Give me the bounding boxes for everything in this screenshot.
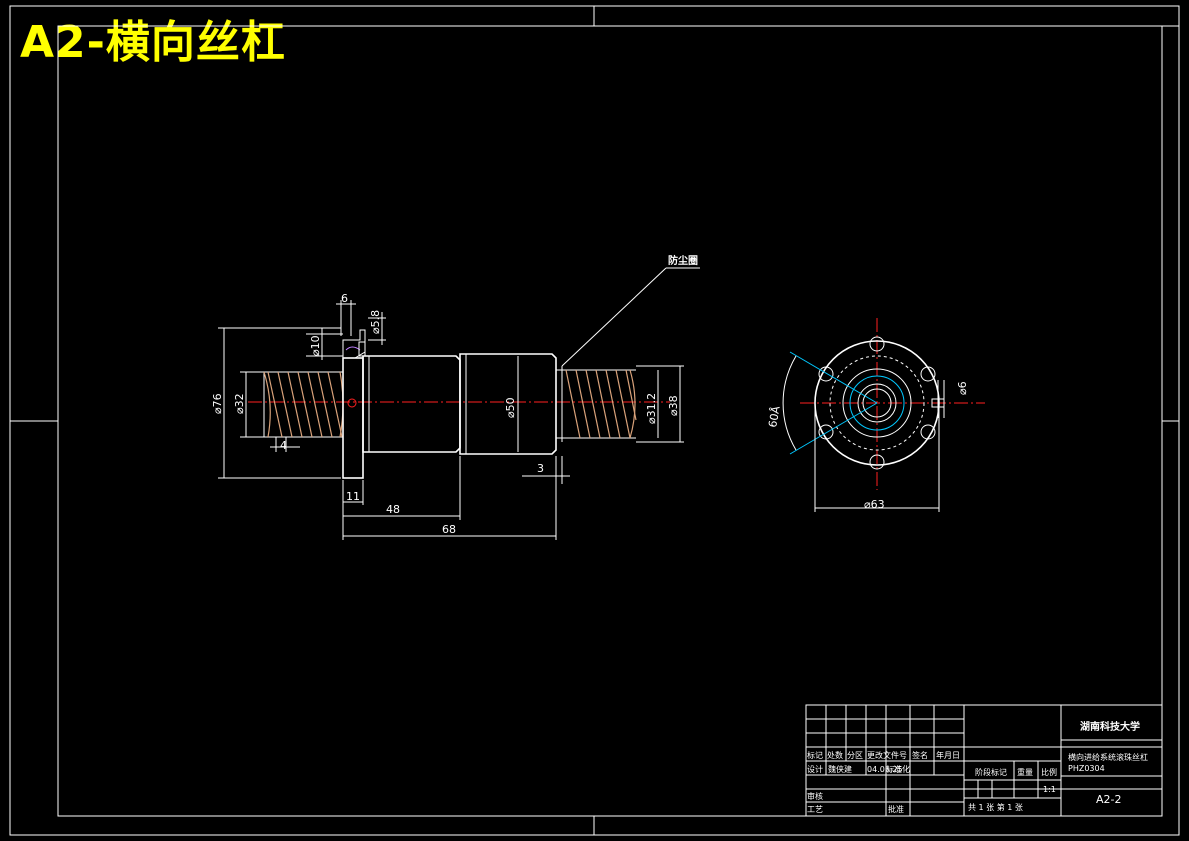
tb-hdr-date: 年月日: [936, 750, 960, 760]
outer-border: [9, 5, 1180, 836]
flange-pin: [347, 398, 357, 408]
bolt-hole-bottom: [869, 454, 885, 470]
end-view: [782, 318, 985, 512]
dim-angle-60: 60Å: [766, 405, 783, 429]
tb-scale: 比例: [1041, 767, 1057, 777]
tb-drawing-name: 横向进给系统滚珠丝杠: [1068, 752, 1148, 762]
tb-hdr-sign: 签名: [912, 750, 928, 760]
title-block: [805, 704, 1163, 817]
tb-school: 湖南科技大学: [1080, 720, 1140, 733]
tb-sheets: 共 1 张 第 1 张: [968, 802, 1023, 812]
dim-phi32: ⌀32: [233, 393, 246, 414]
dim-phi6: ⌀6: [956, 381, 969, 395]
dim-6: 6: [341, 292, 348, 305]
tb-standard: 标准化: [886, 764, 910, 774]
tb-design-date: 04.05.25: [867, 765, 903, 774]
tb-designer: 魏侠建: [828, 764, 852, 774]
tb-hdr-doc: 更改文件号: [867, 750, 907, 760]
dim-3: 3: [537, 462, 544, 475]
tb-stage: 阶段标记: [975, 767, 1007, 777]
callout-leader: [561, 267, 667, 367]
dim-phi31-2: ⌀31.2: [645, 393, 658, 424]
bolt-hole-lower-right: [920, 424, 936, 440]
tb-weight: 重量: [1017, 767, 1033, 777]
nut-body-2: [459, 353, 557, 455]
dim-68: 68: [442, 523, 456, 536]
tb-sheet-no: A2-2: [1096, 793, 1122, 806]
angle-arc: [782, 355, 797, 451]
dim-phi10: ⌀10: [309, 335, 322, 356]
bolt-hole-lower-left: [818, 424, 834, 440]
side-view: [218, 267, 700, 540]
dim-phi50: ⌀50: [504, 397, 517, 418]
tb-review: 审核: [807, 791, 823, 801]
nut-lug: [342, 329, 366, 359]
screw-root: [857, 383, 897, 423]
labels: 防尘圈 6 ⌀5.8 ⌀10 ⌀76 ⌀32 4 ⌀50 ⌀31.2 ⌀38 3…: [211, 254, 1148, 814]
nut-body: [362, 355, 461, 453]
body-outline: [842, 368, 912, 438]
screw-outer: [849, 375, 905, 431]
dim-5-8: ⌀5.8: [369, 310, 382, 334]
dim-48: 48: [386, 503, 400, 516]
tb-hdr-mark: 标记: [807, 750, 823, 760]
dim-11: 11: [346, 490, 360, 503]
dim-phi38: ⌀38: [667, 395, 680, 416]
left-thread: [262, 371, 344, 438]
dim-phi63: ⌀63: [864, 498, 885, 511]
callout-label: 防尘圈: [668, 254, 698, 267]
tb-drawing-code: PHZ0304: [1068, 764, 1105, 773]
bolt-circle: [829, 355, 925, 451]
flange: [342, 357, 364, 479]
bolt-hole-upper-left: [818, 366, 834, 382]
right-thread: [556, 366, 637, 442]
dim-phi76: ⌀76: [211, 393, 224, 414]
tb-scale-val: 1:1: [1043, 785, 1056, 794]
bolt-hole-top: [869, 336, 885, 352]
tb-hdr-zone: 分区: [847, 751, 863, 760]
tb-hdr-count: 处数: [827, 750, 843, 760]
bolt-hole-upper-right: [920, 366, 936, 382]
tb-process: 工艺: [807, 805, 823, 814]
dimension-lines: [218, 300, 684, 540]
tb-approve: 批准: [888, 804, 904, 814]
tb-design: 设计: [807, 764, 823, 774]
dim-4: 4: [280, 439, 287, 452]
